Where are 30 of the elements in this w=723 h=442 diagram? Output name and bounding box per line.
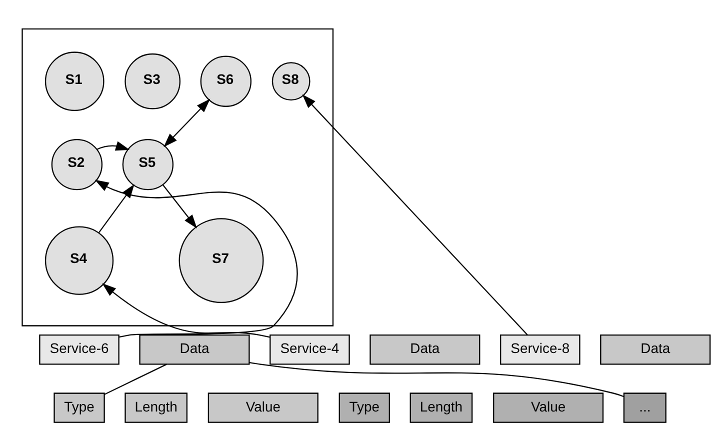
node-circle: S4	[44, 226, 114, 295]
arrow	[302, 94, 528, 336]
connector	[104, 364, 167, 395]
node-box: Type	[338, 392, 390, 423]
arrow	[162, 184, 198, 228]
connector	[249, 362, 624, 398]
arrow	[164, 98, 210, 148]
node-box: Data	[139, 334, 250, 365]
node-box: Length	[124, 392, 188, 423]
node-circle: S3	[124, 53, 181, 110]
node-box: Service-6	[39, 334, 120, 365]
node-box: ...	[623, 392, 666, 423]
node-box: Length	[410, 392, 473, 423]
node-box: Service-8	[500, 334, 580, 365]
node-circle: S8	[272, 62, 310, 101]
node-box: Data	[370, 334, 480, 365]
node-circle: S6	[200, 56, 252, 107]
node-box: Data	[600, 334, 711, 365]
cluster	[22, 28, 334, 326]
node-circle: S1	[44, 52, 104, 112]
node-circle: S2	[51, 138, 103, 190]
node-box: Type	[54, 392, 105, 423]
node-circle: S5	[122, 138, 174, 190]
node-box: Value	[493, 392, 604, 423]
node-box: Service-4	[270, 334, 350, 365]
arrow	[102, 283, 270, 338]
arrow	[96, 141, 130, 151]
node-circle: S7	[178, 218, 264, 304]
node-box: Value	[208, 392, 318, 423]
arrow	[94, 180, 298, 338]
